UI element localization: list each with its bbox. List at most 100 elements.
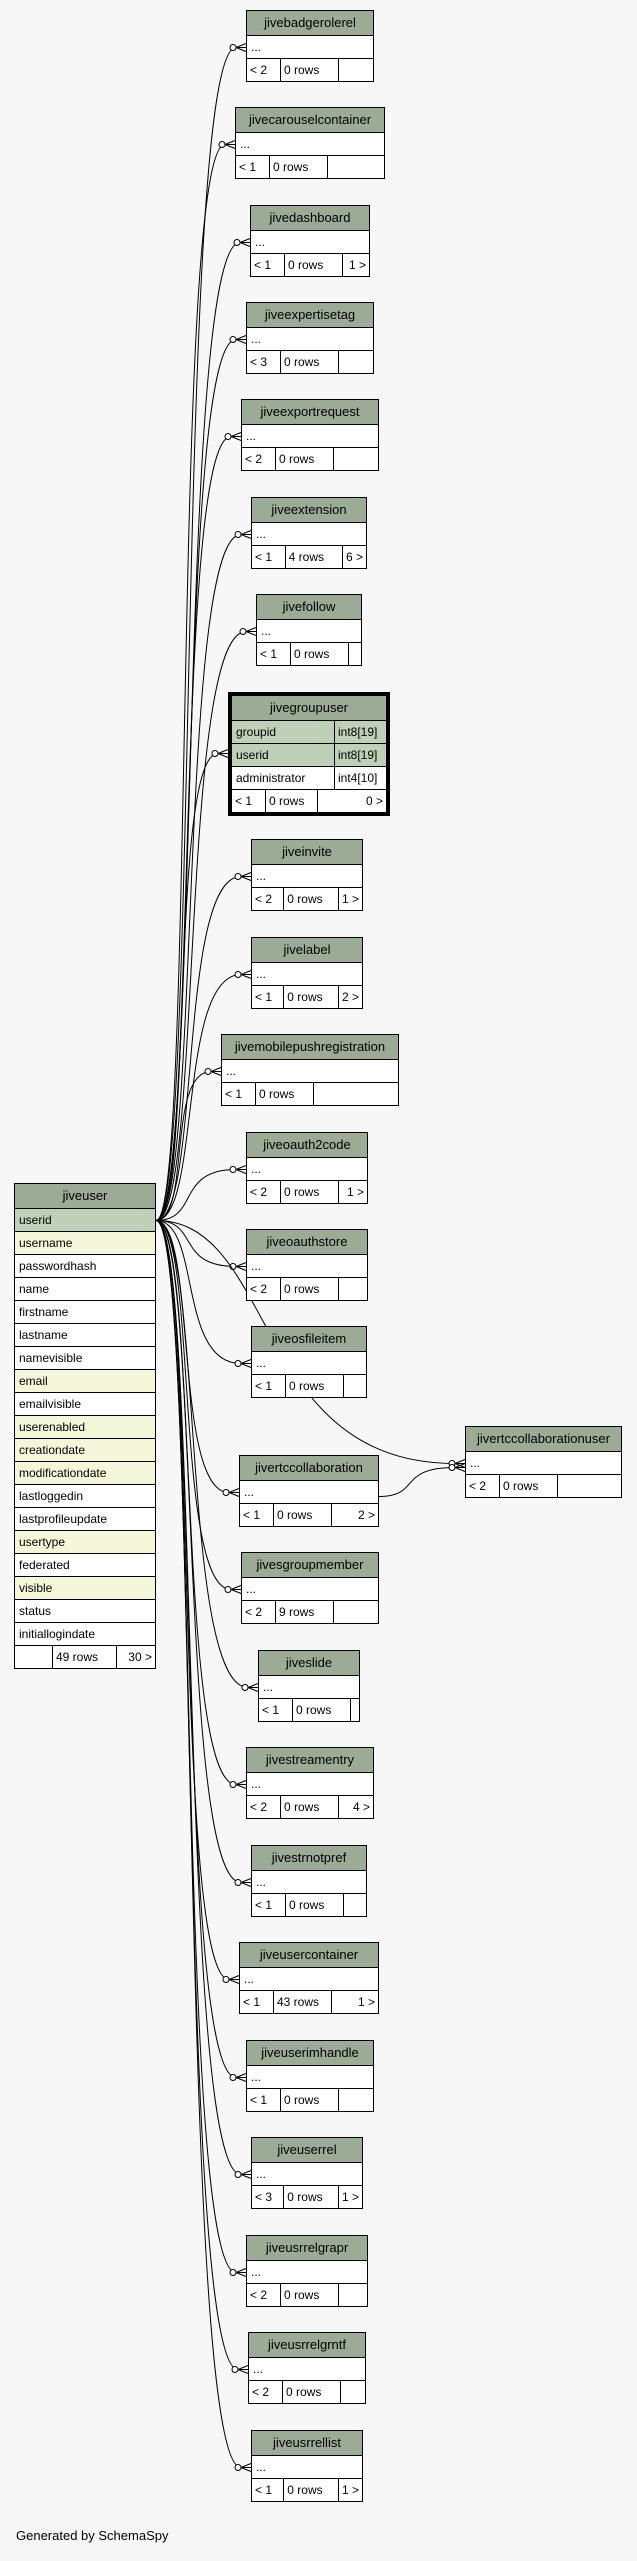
optional-marker — [234, 2464, 242, 2471]
column-row[interactable]: creationdate — [15, 1439, 155, 1462]
column-row[interactable]: modificationdate — [15, 1462, 155, 1485]
optional-marker — [229, 44, 237, 51]
elided-columns: ... — [466, 1452, 621, 1475]
column-row[interactable]: initiallogindate — [15, 1623, 155, 1646]
children-count: 6 > — [345, 550, 363, 564]
table-header: jiveuser — [15, 1184, 155, 1209]
column-row[interactable]: firstname — [15, 1301, 155, 1324]
parents-count: < 1 — [240, 1991, 274, 2013]
children-count — [334, 448, 378, 470]
edge-jivemobilepushregistration — [155, 1071, 212, 1221]
optional-marker — [234, 873, 242, 880]
column-row[interactable]: userid — [15, 1209, 155, 1232]
column-row[interactable]: lastloggedin — [15, 1485, 155, 1508]
column-row[interactable]: namevisible — [15, 1347, 155, 1370]
row-count: 0 rows — [281, 2284, 339, 2306]
row-count: 0 rows — [281, 1796, 339, 1818]
parents-count: < 2 — [247, 2284, 281, 2306]
parents-count: < 2 — [249, 2381, 283, 2403]
crowfoot-marker — [454, 1463, 466, 1472]
column-row[interactable]: emailvisible — [15, 1393, 155, 1416]
column-row[interactable]: name — [15, 1278, 155, 1301]
row-count: 0 rows — [500, 1475, 558, 1497]
column-row[interactable]: lastname — [15, 1324, 155, 1347]
row-count: 0 rows — [281, 1278, 339, 1300]
table-header: jivertccollaboration — [240, 1456, 378, 1481]
column-row[interactable]: usertype — [15, 1531, 155, 1554]
children-count: 1 > — [341, 2483, 359, 2497]
column-row[interactable]: username — [15, 1232, 155, 1255]
parents-count: < 2 — [247, 1181, 281, 1203]
optional-marker — [224, 1586, 232, 1593]
column-row[interactable]: userenabled — [15, 1416, 155, 1439]
edge-jiveusrrelgrapr — [155, 1220, 237, 2273]
parents-count: < 1 — [240, 1504, 274, 1526]
table-header: jiveusercontainer — [240, 1943, 378, 1968]
optional-marker — [234, 1360, 242, 1367]
table-header: jiveslide — [259, 1651, 359, 1676]
elided-columns: ... — [247, 2261, 367, 2284]
edge-jivertccollaboration — [155, 1220, 230, 1493]
crowfoot-marker — [245, 627, 257, 636]
row-count: 0 rows — [274, 1504, 332, 1526]
column-row[interactable]: federated — [15, 1554, 155, 1577]
table-header: jivelabel — [252, 938, 362, 963]
parents-count: < 2 — [247, 1278, 281, 1300]
parents-count: < 3 — [247, 351, 281, 373]
column-row[interactable]: passwordhash — [15, 1255, 155, 1278]
crowfoot-marker — [235, 1165, 247, 1174]
crowfoot-marker — [240, 1878, 252, 1887]
table-header: jivesgroupmember — [242, 1553, 378, 1578]
column-row[interactable]: lastprofileupdate — [15, 1508, 155, 1531]
edge-jiveextension — [155, 534, 242, 1221]
children-count: 1 > — [348, 258, 366, 272]
column-row[interactable]: email — [15, 1370, 155, 1393]
elided-columns: ... — [252, 2456, 362, 2479]
edge-jiveosfileitem — [155, 1220, 242, 1364]
children-count: 2 > — [357, 1508, 375, 1522]
optional-marker — [222, 1489, 230, 1496]
children-count — [339, 351, 373, 373]
column-row[interactable]: visible — [15, 1577, 155, 1600]
column-row[interactable]: status — [15, 1600, 155, 1623]
